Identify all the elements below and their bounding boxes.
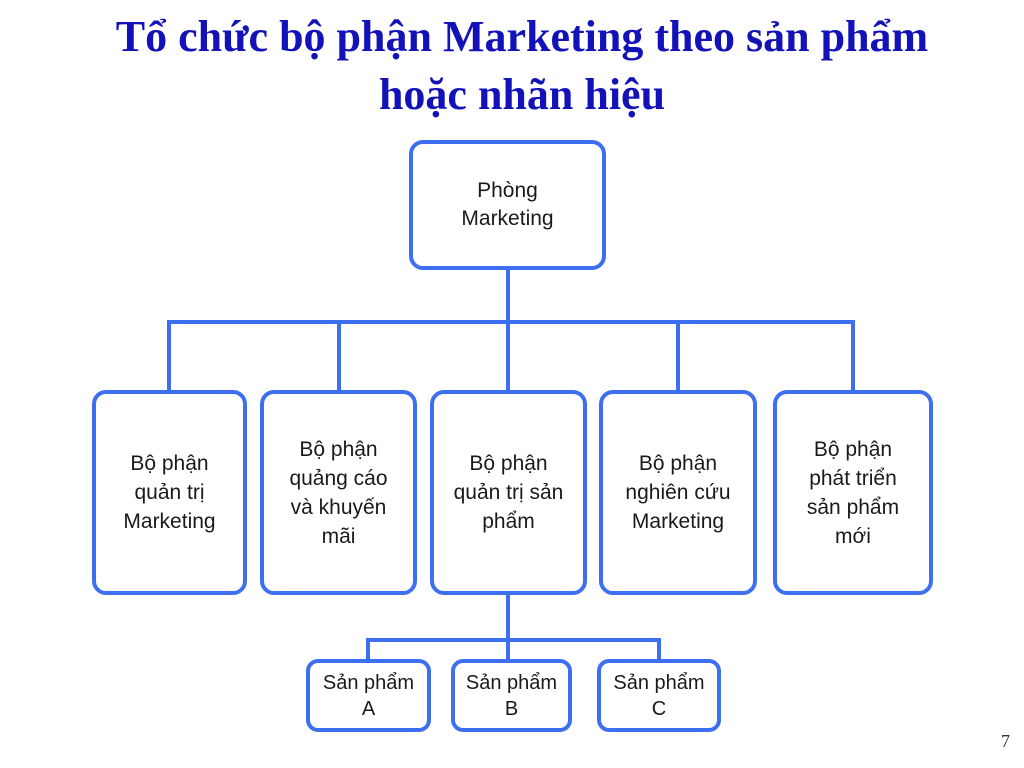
node-label: Sản phẩm B	[465, 671, 558, 720]
slide-title-line-1: Tổ chức bộ phận Marketing theo sản phẩm	[115, 12, 929, 61]
node-label: Bộ phận phát triển sản phẩm mới	[806, 437, 900, 548]
node-label: Bộ phận quản trị sản phẩm	[453, 452, 564, 533]
slide-title-line-2: hoặc nhãn hiệu	[378, 70, 666, 119]
page-number: 7	[1001, 731, 1010, 751]
slide-title: Tổ chức bộ phận Marketing theo sản phẩm …	[20, 8, 1024, 124]
node-label: Bộ phận quản trị Marketing	[123, 452, 216, 533]
node-san-pham-b: Sản phẩm B	[451, 659, 572, 732]
node-nghien-cuu-marketing: Bộ phận nghiên cứu Marketing	[599, 390, 757, 595]
node-quan-tri-marketing: Bộ phận quản trị Marketing	[92, 390, 247, 595]
node-phat-trien-san-pham-moi: Bộ phận phát triển sản phẩm mới	[773, 390, 933, 595]
node-label: Bộ phận quảng cáo và khuyến mãi	[289, 437, 388, 548]
node-label: Sản phẩm A	[322, 671, 415, 720]
node-label: Sản phẩm C	[613, 671, 705, 720]
node-san-pham-a: Sản phẩm A	[306, 659, 431, 732]
node-quang-cao-khuyen-mai: Bộ phận quảng cáo và khuyến mãi	[260, 390, 417, 595]
node-quan-tri-san-pham: Bộ phận quản trị sản phẩm	[430, 390, 587, 595]
node-phong-marketing: Phòng Marketing	[409, 140, 606, 270]
node-san-pham-c: Sản phẩm C	[597, 659, 721, 732]
node-label: Phòng Marketing	[461, 179, 554, 230]
node-label: Bộ phận nghiên cứu Marketing	[625, 452, 731, 533]
